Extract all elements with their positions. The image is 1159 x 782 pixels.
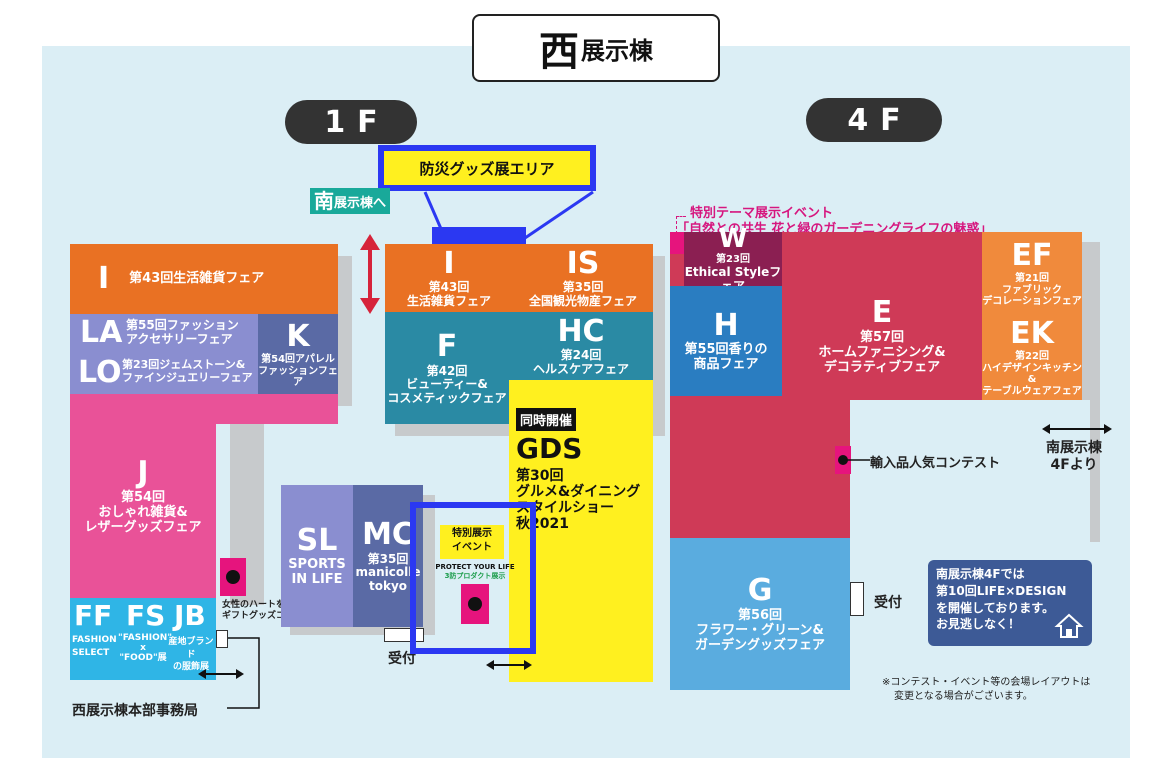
double-arrow-icon [486,660,532,670]
south-building-notice[interactable]: 南展示棟4Fでは 第10回LIFE×DESIGN を開催しております。 お見逃し… [928,560,1092,646]
booth-w[interactable]: W 第23回 Ethical Styleフェア [684,224,782,293]
aisle [850,400,1090,700]
booth-la-lo[interactable]: LA 第55回ファッション アクセサリーフェア LO 第23回ジェムストーン& … [70,314,258,394]
gift-contest-label: 女性のハートをキャッチする ギフトグッズコンテスト [222,600,339,621]
disaster-goods-area-label: 防災グッズ展エリア [378,145,596,191]
reception-label-1f: 受付 [388,651,416,667]
booth-ek[interactable]: EK 第22回 ハイデザインキッチン& テーブルウェアフェア [982,314,1082,400]
double-arrow-icon [1042,424,1112,434]
location-dot-icon [226,570,240,584]
reception-label-4f: 受付 [874,595,902,611]
theme-pointer [676,216,686,234]
booth-hc[interactable]: HC 第24回 ヘルスケアフェア [509,312,653,380]
disaster-area-marker [432,227,526,245]
home-icon [1054,613,1084,638]
location-dot-icon [468,597,482,611]
booth-is[interactable]: IS 第35回 全国観光物産フェア [513,244,653,312]
office-label: 西展示棟本部事務局 [72,703,198,719]
passage-arrow-icon [360,234,380,314]
special-event-theme: PROTECT YOUR LIFE 3防プロダクト展示 [435,563,515,581]
booth-ef[interactable]: EF 第21回 ファブリック デコレーションフェア [982,232,1082,314]
location-dot-icon [838,455,848,465]
disaster-area-highlight [410,502,536,654]
import-contest-marker[interactable] [835,446,851,474]
layout-change-note: ※コンテスト・イベント等の会場レイアウトは 変更となる場合がございます。 [882,677,1091,702]
south-building-link[interactable]: 南 展示棟へ [310,188,391,214]
pointer-line [846,459,870,461]
floor-label-4f: 4F [806,98,942,142]
reception-counter-4f [850,582,864,616]
booth-i-left[interactable]: I 第43回生活雑貨フェア [70,244,338,314]
gift-contest-marker[interactable] [220,558,246,596]
booth-f[interactable]: F 第42回 ビューティー& コスメティックフェア [385,312,509,424]
booth-i-center[interactable]: I 第43回 生活雑貨フェア [385,244,513,312]
theme-marker [670,232,684,254]
booth-e[interactable]: E 第57回 ホームファニシング& デコラティブフェア [818,295,946,375]
booth-h[interactable]: H 第55回香りの 商品フェア [670,286,782,396]
south-4f-label: 南展示棟 4Fより [1046,440,1102,473]
special-event-label: 特別展示 イベント [440,525,504,559]
double-arrow-icon [198,669,244,679]
building-title: 西 展示棟 [472,14,720,82]
floor-label-1f: 1F [285,100,417,144]
booth-g[interactable]: G 第56回 フラワー・グリーン& ガーデングッズフェア [670,538,850,690]
special-event-marker[interactable] [461,584,489,624]
booth-k[interactable]: K 第54回アパレル ファッションフェア [258,314,338,394]
title-big: 西 [539,29,579,75]
office-pointer-line [227,637,260,709]
booth-ff-fs-jb[interactable]: FF FS JB FASHION SELECT "FASHION" x "FOO… [70,598,216,680]
booth-sl[interactable]: SL SPORTS IN LIFE [281,485,353,627]
import-contest-label: 輸入品人気コンテスト [870,456,1001,471]
booth-j[interactable]: J 第54回 おしゃれ雑貨& レザーグッズフェア [70,394,216,598]
office-door [216,630,228,648]
title-small: 展示棟 [581,36,653,65]
